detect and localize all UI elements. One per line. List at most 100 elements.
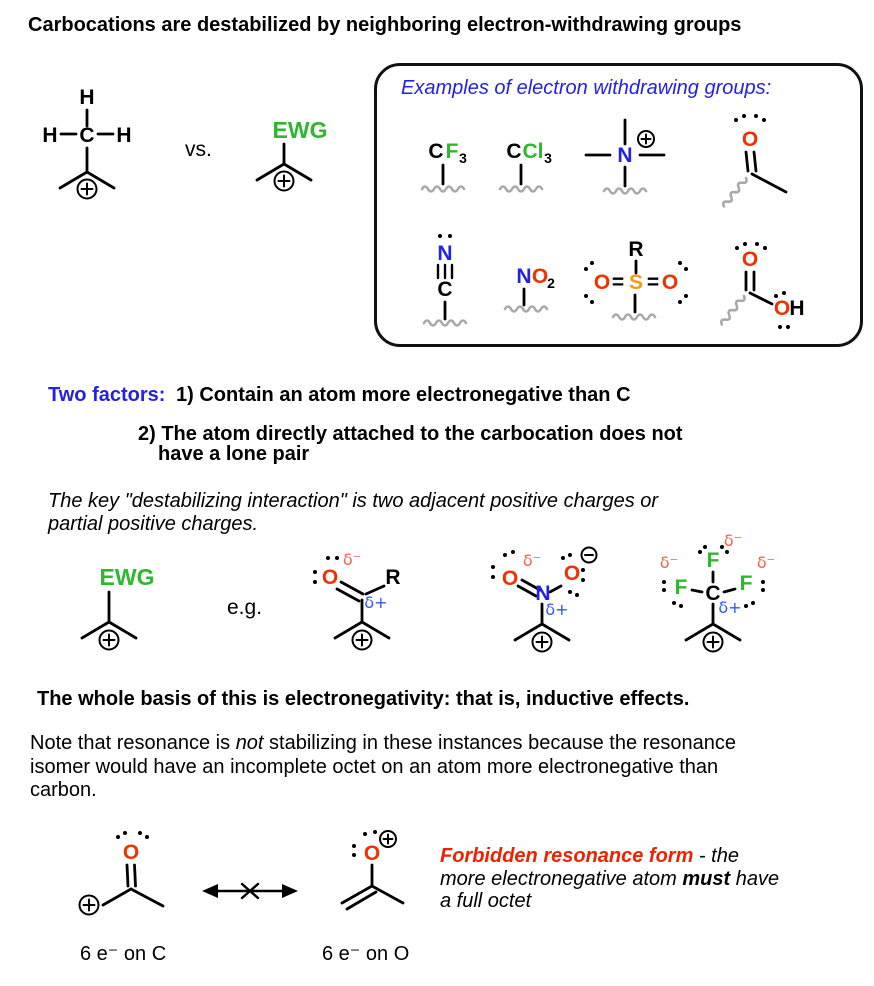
acyl-carbocation-structure: δ⁻ O R δ+ <box>313 550 401 651</box>
plus-charge-icon <box>531 631 553 653</box>
atom-h: H <box>79 86 94 109</box>
sulfonyl-group-structure: R O = S = O <box>584 238 688 321</box>
atom-o: O <box>123 841 139 864</box>
factor-2-line1: 2) The atom directly attached to the car… <box>138 423 683 445</box>
attachment-squiggle <box>602 187 648 195</box>
methyl-carbocation-structure: H H C H <box>42 86 132 200</box>
lone-pair-dots <box>352 830 377 857</box>
atom-n: N <box>535 582 550 605</box>
arrowhead-left <box>202 884 218 898</box>
note-text: isomer would have an incomplete octet on… <box>30 755 719 778</box>
cf3-group-structure: C F 3 <box>420 140 467 193</box>
plus-charge-icon <box>98 629 120 651</box>
lone-pair-dots <box>313 556 339 584</box>
arrowhead-right <box>282 884 298 898</box>
lone-pair-dots <box>735 242 790 329</box>
delta-minus-label: δ⁻ <box>523 551 541 570</box>
ammonium-group-structure: N <box>584 118 666 195</box>
lone-pair-dots <box>491 550 585 597</box>
attachment-squiggle <box>719 294 746 326</box>
atom-n: N <box>516 265 531 288</box>
lone-pair-dots <box>438 234 452 238</box>
subscript: 3 <box>459 150 467 166</box>
nitro-group-structure: N O 2 <box>503 265 555 313</box>
attachment-squiggle <box>498 185 544 193</box>
attachment-squiggle <box>611 313 657 321</box>
atom-f: F <box>740 572 753 595</box>
atom-s: S <box>629 271 643 294</box>
delta-minus-label: δ⁻ <box>660 553 678 572</box>
forbidden-text: - the <box>693 845 739 867</box>
attachment-squiggle <box>420 185 466 193</box>
atom-o: O <box>364 842 380 865</box>
atom-c: C <box>506 140 521 163</box>
plus-charge-icon <box>637 130 655 148</box>
atom-f: F <box>446 140 459 163</box>
forbidden-text: have <box>730 867 780 890</box>
ewg-label: EWG <box>273 117 328 143</box>
ewg-box-header: Examples of electron withdrawing groups: <box>401 77 772 99</box>
atom-o: O <box>742 128 758 151</box>
atom-h: H <box>116 124 131 147</box>
subscript: 3 <box>544 150 552 166</box>
note-emphasis: not <box>235 732 264 754</box>
resonance-note: Note that resonance is not stabilizing i… <box>30 732 736 803</box>
atom-o: O <box>564 562 580 585</box>
page-title: Carbocations are destabilized by neighbo… <box>28 14 742 36</box>
vs-label: vs. <box>185 138 212 161</box>
delta-minus-label: δ⁻ <box>343 550 361 569</box>
carboxylic-acid-group-structure: O O H <box>719 242 805 329</box>
plus-charge-icon <box>76 178 98 200</box>
plus-charge-icon <box>78 894 100 916</box>
eg-label: e.g. <box>227 596 263 619</box>
atom-f: F <box>675 576 688 599</box>
atom-cl: Cl <box>523 140 544 163</box>
atom-n: N <box>437 242 452 265</box>
delta-plus-label: δ+ <box>545 600 568 619</box>
electron-count-label-c: 6 e⁻ on C <box>80 943 167 965</box>
oxocarbenium-structure: O <box>340 830 405 911</box>
plus-charge-icon <box>351 629 373 651</box>
forbidden-title: Forbidden resonance form <box>440 845 694 867</box>
atom-n: N <box>617 144 632 167</box>
ewg-carbocation-structure: EWG <box>80 564 155 651</box>
delta-plus-label: δ+ <box>364 593 387 612</box>
acyl-group-structure: O <box>721 114 788 208</box>
factor-2-line2: have a lone pair <box>158 443 310 465</box>
atom-o: O <box>742 248 758 271</box>
atom-o: O <box>502 567 518 590</box>
key-note-line2: partial positive charges. <box>48 513 259 535</box>
plus-charge-icon <box>379 830 397 848</box>
delta-minus-label: δ⁻ <box>757 553 775 572</box>
atom-c: C <box>437 278 452 301</box>
ewg-carbocation-structure: EWG <box>255 117 328 192</box>
atom-r: R <box>385 566 400 589</box>
note-text: carbon. <box>30 779 97 801</box>
attachment-squiggle <box>721 176 748 208</box>
lone-pair-dots <box>584 261 688 304</box>
atom-c: C <box>79 124 94 147</box>
ewg-label: EWG <box>100 564 155 590</box>
minus-charge-icon <box>580 546 598 564</box>
ewg-examples-box: Examples of electron withdrawing groups: <box>374 63 863 347</box>
note-text: stabilizing in these instances because t… <box>263 732 737 754</box>
attachment-squiggle <box>422 319 468 327</box>
nitro-carbocation-structure: δ⁻ O O N δ+ <box>491 546 598 653</box>
key-interaction-note: The key "destabilizing interaction" is t… <box>48 490 658 536</box>
ccl3-group-structure: C Cl 3 <box>498 140 552 193</box>
delta-minus-label: δ⁻ <box>724 531 742 550</box>
attachment-squiggle <box>503 305 549 313</box>
atom-f: F <box>707 549 720 572</box>
plus-charge-icon <box>273 170 295 192</box>
atom-r: R <box>628 238 643 261</box>
lone-pair-dots <box>734 114 766 122</box>
atom-o: O <box>322 566 338 589</box>
forbidden-text: more electronegative atom <box>440 867 683 890</box>
plus-charge-icon <box>702 631 724 653</box>
forbidden-resonance-note: Forbidden resonance form - the more elec… <box>440 845 779 913</box>
lone-pair-dots <box>662 545 765 608</box>
double-bond-sign: = <box>647 271 659 294</box>
atom-o: O <box>532 265 548 288</box>
basis-statement: The whole basis of this is electronegati… <box>37 688 690 710</box>
